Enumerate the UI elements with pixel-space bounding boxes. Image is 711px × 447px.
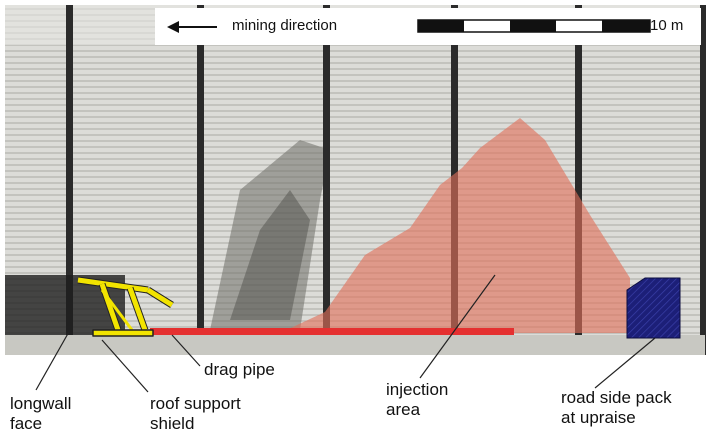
label-longwall-face: longwall face [10, 394, 72, 433]
scale-segment [510, 20, 556, 32]
scale-label: 10 m [650, 17, 684, 34]
road-side-pack [626, 277, 681, 339]
direction-arrow-icon [167, 21, 217, 33]
legend-box: mining direction 10 m [155, 8, 701, 45]
label-road-side-pack: road side pack at upraise [561, 388, 672, 427]
scale-segment [602, 20, 650, 32]
leader-road-side-pack [594, 337, 656, 389]
direction-label: mining direction [232, 17, 338, 34]
leader-drag-pipe [171, 334, 201, 367]
label-drag-pipe: drag pipe [204, 360, 275, 379]
roof-support-shield [77, 276, 174, 337]
scale-segment [418, 20, 464, 32]
label-injection-area: injection area [386, 380, 449, 419]
leader-injection-area [419, 274, 496, 379]
leader-longwall-face [35, 329, 71, 391]
label-roof-support-shield: roof support shield [150, 394, 241, 433]
injection-area-overlay [280, 118, 630, 333]
drag-pipe [150, 328, 514, 335]
scale-bar [417, 19, 651, 33]
leader-roof-support [101, 339, 149, 393]
